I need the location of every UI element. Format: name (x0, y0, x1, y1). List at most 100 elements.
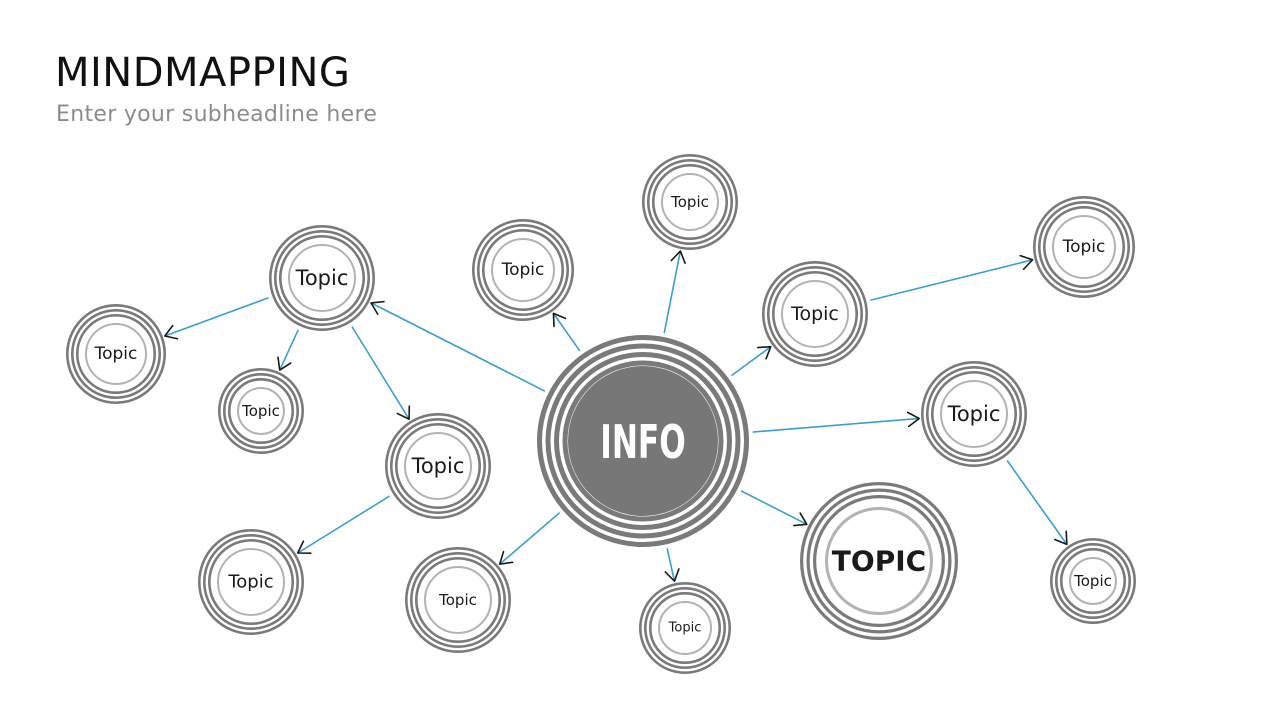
node-outer-ring (638, 581, 731, 674)
connector-line (351, 326, 410, 420)
node-outer-ring (471, 219, 574, 322)
node-outer-ring (218, 367, 305, 454)
arrowhead-icon (664, 568, 680, 582)
topic-node-n11[interactable]: Topic (198, 528, 305, 635)
arrowhead-icon (1019, 254, 1034, 271)
node-outer-ring (1033, 196, 1136, 299)
node-outer-ring (806, 488, 952, 634)
center-ring (562, 360, 724, 522)
node-outer-ring (273, 230, 370, 327)
node-outer-ring (389, 417, 486, 514)
connector-n1-n9 (351, 326, 411, 420)
topic-label: Topic (1073, 572, 1112, 590)
arrowhead-icon (906, 411, 920, 428)
connector-center-n6 (731, 345, 772, 377)
topic-node-n6[interactable]: Topic (761, 260, 868, 367)
connector-line (663, 250, 682, 334)
node-inner-ring (217, 548, 285, 616)
topic-label: Topic (790, 303, 839, 325)
node-inner-ring (1069, 557, 1117, 605)
node-outer-ring (1060, 547, 1127, 614)
arrowhead-icon (793, 512, 808, 527)
node-inner-ring (288, 244, 356, 312)
node-inner-ring (404, 432, 472, 500)
connector-line (870, 259, 1033, 302)
topic-node-n4[interactable]: Topic (471, 219, 574, 322)
arrowhead-icon (396, 405, 411, 420)
node-outer-ring (761, 260, 868, 367)
topic-label: Topic (295, 266, 349, 290)
node-outer-ring (203, 533, 300, 630)
arrowhead-icon (552, 312, 567, 328)
connector-center-n5 (663, 250, 686, 334)
topic-node-n14[interactable]: TOPIC (799, 482, 958, 641)
arrowhead-icon (296, 540, 312, 554)
topic-node-n3[interactable]: Topic (218, 367, 305, 454)
center-fill (568, 366, 718, 516)
node-inner-ring (781, 280, 849, 348)
node-outer-ring (228, 377, 295, 444)
node-outer-ring (414, 556, 501, 643)
connector-center-n12 (498, 512, 561, 565)
node-outer-ring (799, 482, 958, 641)
connector-n9-n11 (296, 495, 390, 554)
connector-line (499, 512, 561, 565)
node-outer-ring (651, 164, 728, 241)
arrowhead-icon (277, 356, 292, 371)
topic-node-n13[interactable]: Topic (638, 581, 731, 674)
connector-center-n14 (740, 490, 808, 527)
topic-node-n2[interactable]: Topic (66, 303, 167, 404)
topic-node-n7[interactable]: Topic (1033, 196, 1136, 299)
node-outer-ring (1055, 542, 1132, 619)
node-outer-ring (766, 265, 863, 362)
node-outer-ring (1050, 537, 1137, 624)
center-node[interactable]: INFO (537, 335, 749, 547)
topic-label: Topic (501, 260, 545, 280)
topic-label: Topic (227, 572, 273, 593)
arrowhead-icon (370, 300, 385, 315)
node-outer-ring (268, 225, 375, 332)
node-outer-ring (66, 303, 167, 404)
topic-node-n1[interactable]: Topic (268, 225, 375, 332)
topic-node-n9[interactable]: Topic (384, 412, 491, 519)
slide-title: MINDMAPPING (55, 50, 351, 96)
topic-label: Topic (241, 402, 280, 420)
topic-label: Topic (670, 193, 709, 211)
connector-line (279, 329, 299, 371)
node-inner-ring (940, 380, 1008, 448)
connector-n1-n3 (277, 329, 299, 371)
node-outer-ring (481, 229, 564, 312)
node-outer-ring (925, 365, 1022, 462)
node-outer-ring (71, 308, 162, 399)
connector-n1-n2 (163, 296, 269, 340)
arrowhead-icon (163, 324, 179, 340)
topic-label: Topic (1062, 237, 1106, 257)
topic-label: Topic (411, 454, 465, 478)
node-outer-ring (1038, 201, 1131, 294)
topic-node-n12[interactable]: Topic (404, 546, 511, 653)
node-outer-ring (641, 154, 738, 251)
connector-line (297, 495, 390, 554)
topic-label: TOPIC (832, 545, 926, 578)
node-outer-ring (409, 551, 506, 648)
connector-line (752, 417, 920, 433)
topic-node-n5[interactable]: Topic (641, 154, 738, 251)
node-inner-ring (658, 601, 712, 655)
node-outer-ring (648, 591, 721, 664)
topic-label: Topic (94, 344, 138, 364)
topic-label: Topic (438, 591, 477, 609)
center-ring (537, 335, 749, 547)
arrowhead-icon (1054, 530, 1068, 546)
node-outer-ring (1043, 206, 1126, 289)
topic-node-n10[interactable]: Topic (920, 360, 1027, 467)
node-inner-ring (237, 387, 285, 435)
node-outer-ring (208, 538, 295, 625)
arrowhead-icon (498, 550, 514, 565)
node-inner-ring (825, 507, 933, 615)
slide-subtitle: Enter your subheadline here (56, 102, 378, 127)
connector-line (552, 312, 581, 352)
topic-node-n8[interactable]: Topic (1050, 537, 1137, 624)
node-outer-ring (812, 495, 945, 628)
node-outer-ring (394, 422, 481, 509)
connector-layer (163, 250, 1068, 582)
